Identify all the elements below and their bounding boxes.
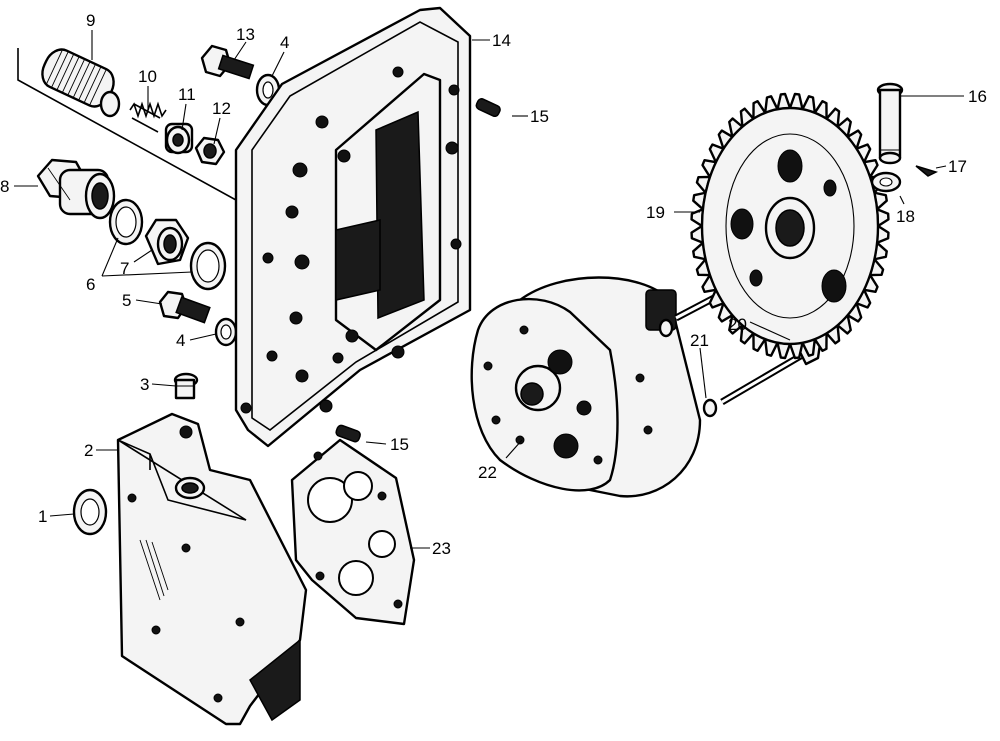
callout-14: 14 (492, 31, 511, 50)
part-21-washer-upper (658, 318, 674, 338)
part-9-threaded-plunger (41, 48, 121, 118)
part-7-nut (144, 218, 190, 266)
callout-9: 9 (86, 11, 95, 30)
callout-22: 22 (478, 463, 497, 482)
callout-8: 8 (0, 177, 9, 196)
callout-18: 18 (896, 207, 915, 226)
callout-3: 3 (140, 375, 149, 394)
callout-15-lower: 15 (390, 435, 409, 454)
callout-5: 5 (122, 291, 131, 310)
part-6-washer-left (108, 198, 144, 246)
part-5-bolt (158, 290, 211, 324)
part-16-pin (876, 82, 904, 165)
callout-4-lower: 4 (176, 331, 185, 350)
part-4-washer-lower (214, 317, 238, 347)
part-1-washer (72, 488, 108, 536)
part-13-bolt (200, 44, 255, 80)
callout-17: 17 (948, 157, 967, 176)
part-6-washer-right (189, 241, 227, 291)
callout-23: 23 (432, 539, 451, 558)
callout-19: 19 (646, 203, 665, 222)
leader-lines (14, 30, 964, 549)
part-17-split-pin (915, 165, 939, 177)
callout-13: 13 (236, 25, 255, 44)
callout-labels: 9 10 11 12 13 4 14 15 8 7 6 5 4 3 2 1 15… (0, 11, 987, 558)
part-3-plug (173, 372, 199, 400)
part-14-housing-plate (234, 6, 472, 448)
part-19-gear (690, 92, 890, 360)
callout-15-top: 15 (530, 107, 549, 126)
callout-21: 21 (690, 331, 709, 350)
part-12-nut (194, 136, 226, 166)
callout-16: 16 (968, 87, 987, 106)
callout-10: 10 (138, 67, 157, 86)
callout-1: 1 (38, 507, 47, 526)
callout-12: 12 (212, 99, 231, 118)
part-2-bracket (116, 412, 308, 726)
callout-7: 7 (120, 259, 129, 278)
part-15-dowel-pin-lower (335, 424, 361, 443)
part-8-hex-fitting (36, 158, 116, 220)
part-18-washer (870, 171, 902, 193)
part-11-piston (164, 122, 194, 155)
callout-4-top: 4 (280, 33, 289, 52)
callout-6: 6 (86, 275, 95, 294)
part-23-gasket (290, 438, 416, 626)
part-15-dowel-pin-top (475, 98, 501, 118)
callout-11: 11 (178, 85, 196, 104)
part-21-washer-lower (702, 398, 718, 418)
callout-20: 20 (728, 315, 747, 334)
part-22-pump-body (470, 276, 702, 498)
callout-2: 2 (84, 441, 93, 460)
